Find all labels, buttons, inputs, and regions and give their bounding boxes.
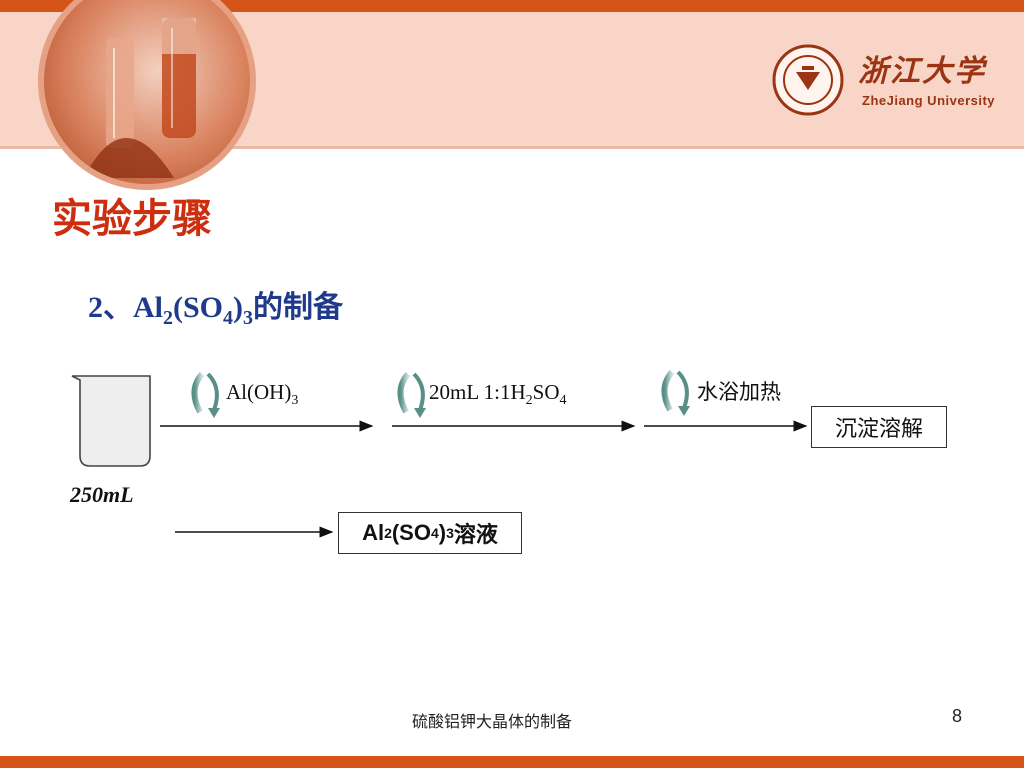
heating-icon xyxy=(661,370,690,416)
subtitle-subscript: 3 xyxy=(243,307,254,329)
box-text: 溶液 xyxy=(453,522,498,547)
label-subscript: 4 xyxy=(559,393,567,409)
box-text: Al xyxy=(362,520,385,545)
beaker-volume-label: 250mL xyxy=(70,482,134,507)
box-text: (SO xyxy=(391,520,431,545)
box-subscript: 3 xyxy=(446,525,454,541)
header-divider xyxy=(0,146,1024,149)
lab-glassware-photo xyxy=(38,0,256,190)
subtitle-part: ) xyxy=(233,291,244,324)
subtitle-part: 2、Al xyxy=(88,291,163,324)
university-name-en: ZheJiang University xyxy=(862,93,996,108)
reagent-label-h2so4: 20mL 1:1H2SO4 xyxy=(429,380,567,409)
footer-title: 硫酸铝钾大晶体的制备 xyxy=(412,712,573,731)
box-subscript: 4 xyxy=(430,525,439,541)
step-label-water-bath: 水浴加热 xyxy=(697,380,781,404)
beaker-icon xyxy=(71,375,151,467)
university-name-cn: 浙江大学 xyxy=(858,54,986,89)
page-number: 8 xyxy=(952,706,963,726)
reagent-label-aloh3: Al(OH)3 xyxy=(226,380,298,409)
diagram-graphics xyxy=(71,370,808,538)
result-box-dissolve: 沉淀溶解 xyxy=(811,406,947,448)
subtitle-subscript: 4 xyxy=(223,307,234,329)
slide-subtitle: 2、Al2(SO4)3的制备 xyxy=(88,282,343,330)
box-text: ) xyxy=(438,520,447,545)
top-accent-bar xyxy=(0,0,1024,12)
add-reagent-icon-2 xyxy=(397,372,426,418)
label-text: Al(OH) xyxy=(226,380,292,404)
process-diagram: Al(OH)3 20mL 1:1H2SO4 水浴加热 250mL 沉淀溶解 Al… xyxy=(0,360,1024,580)
box-subscript: 2 xyxy=(384,525,392,541)
subtitle-part: (SO xyxy=(173,291,224,324)
bottom-accent-bar xyxy=(0,756,1024,768)
add-reagent-icon-1 xyxy=(191,372,220,418)
label-text: 20mL 1:1H xyxy=(429,380,526,404)
university-seal-logo xyxy=(772,44,844,116)
subtitle-subscript: 2 xyxy=(163,307,173,329)
label-subscript: 2 xyxy=(525,393,533,409)
label-text: SO xyxy=(532,380,560,404)
subtitle-part: 的制备 xyxy=(253,291,344,324)
label-subscript: 3 xyxy=(291,393,299,409)
slide-title: 实验步骤 xyxy=(52,196,212,242)
glassware-illustration xyxy=(84,18,196,178)
